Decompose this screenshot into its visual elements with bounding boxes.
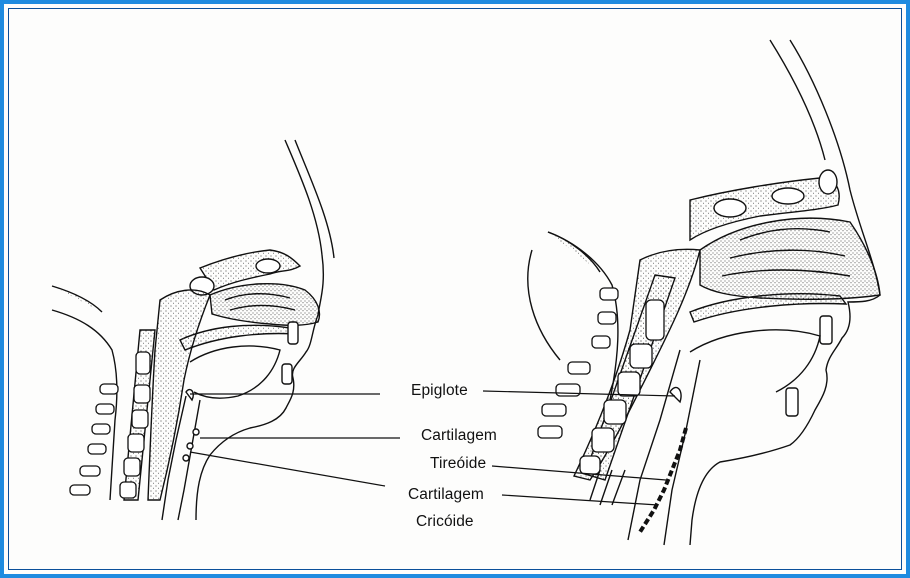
left-epiglottis: [186, 390, 193, 400]
left-nasal-cavity: [210, 284, 319, 326]
right-epiglottis: [670, 387, 681, 402]
left-face-outline: [295, 140, 334, 258]
label-tireoide: Tireóide: [430, 455, 486, 473]
left-sinus: [256, 259, 280, 273]
right-nasal-cavity: [700, 218, 880, 299]
leader-cricoide-right: [502, 495, 658, 505]
label-cartilagem-cricoide-line1: Cartilagem: [408, 486, 484, 504]
label-epiglote: Epiglote: [411, 382, 468, 400]
left-head-section: [52, 140, 334, 520]
left-vertebrae: [70, 352, 150, 498]
label-cartilagem-tireoide-line1: Cartilagem: [421, 427, 497, 445]
label-cricoide: Cricóide: [416, 513, 474, 531]
leader-cricoide-left: [190, 452, 385, 486]
